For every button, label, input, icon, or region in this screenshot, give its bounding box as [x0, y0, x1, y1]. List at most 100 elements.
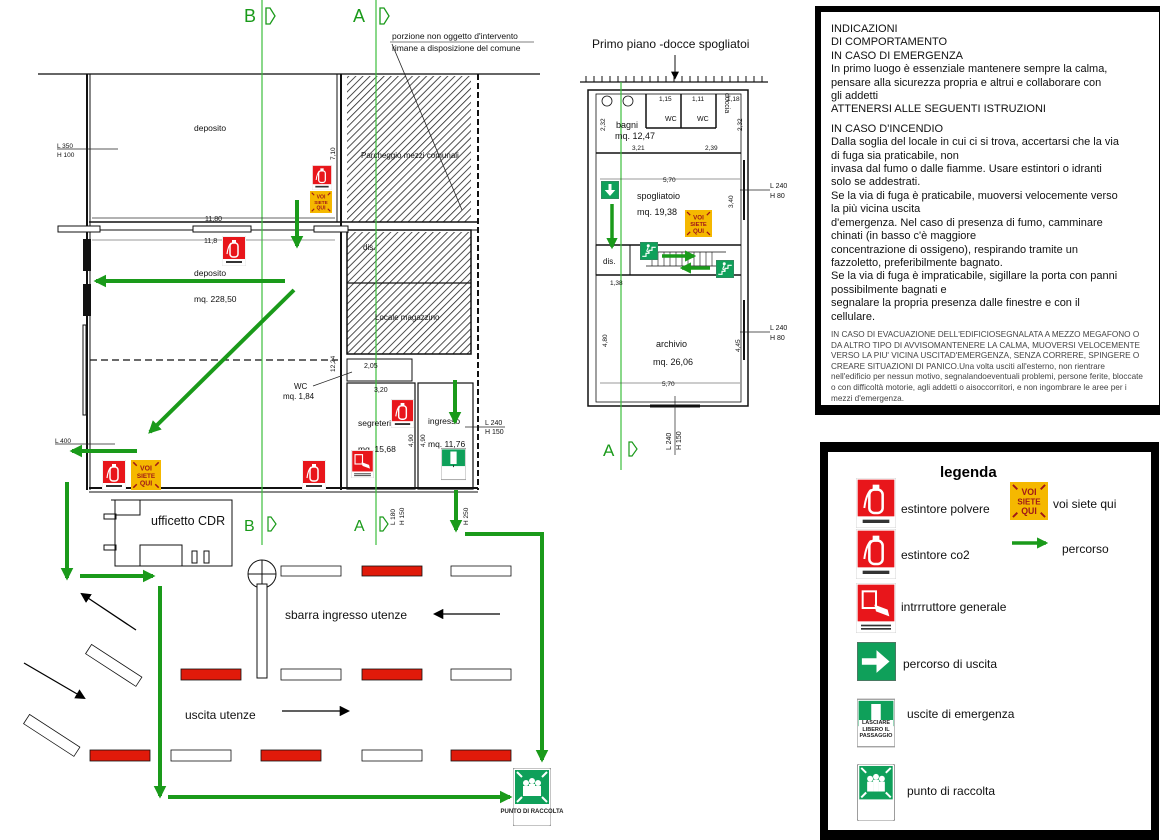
emergency-instructions-panel: INDICAZIONI DI COMPORTAMENTO IN CASO DI … [815, 6, 1160, 415]
dimension: 1,15 [659, 96, 672, 103]
exit-route-down-icon [601, 181, 619, 199]
section-b-label: B [244, 518, 255, 535]
instruction-line: chinati (in basso c'è maggiore [831, 230, 977, 243]
room-label: deposito [194, 123, 226, 133]
dimension: 4,45 [735, 339, 742, 352]
fire-extinguisher-icon [302, 460, 326, 490]
ground-floor-plan: B A porzione non oggetto d'intervento ri… [23, 0, 564, 826]
instruction-line: In primo luogo è essenziale mantenere se… [831, 63, 1108, 76]
route-arrow-icon [148, 288, 296, 434]
evacuation-note-line: DA ALTRO TIPO DI AVVISOMANTENERE LA CALM… [831, 340, 1140, 350]
instruction-line: la più vicina uscita [831, 203, 921, 216]
dimension: 12,24 [330, 355, 337, 372]
wc-leader [312, 371, 353, 387]
instruction-line: gli addetti [831, 90, 879, 103]
room-area: mq. 19,38 [637, 207, 677, 217]
area-label: Parcheggio mezzi comunali [361, 151, 459, 160]
instruction-line: possibilmente bagnati e [831, 283, 947, 296]
dimension: 11,8 [204, 238, 217, 245]
first-floor-routes [606, 204, 710, 274]
room-area: mq. 26,06 [653, 357, 693, 367]
traffic-arrow-icon [23, 662, 86, 700]
window-size: L 400 [55, 438, 71, 445]
instruction-line: Se la via di fuga è impraticabile, sigil… [831, 270, 1118, 283]
storage-hatched-area [347, 232, 471, 354]
window-size: L 240 [485, 420, 502, 427]
room-label: spogliatoio [637, 191, 680, 201]
legend-label: punto di raccolta [907, 784, 996, 798]
note-text: porzione non oggetto d'intervento [392, 31, 518, 41]
section-a-label: A [354, 518, 365, 535]
main-switch-icon [351, 450, 374, 478]
room-label: segreteria [358, 418, 396, 428]
room-area: mq. 15,68 [358, 444, 396, 454]
legend-title: legenda [940, 464, 997, 481]
evacuation-note-line: CREARE SITUAZIONI DI PANICO.Una volta us… [831, 361, 1105, 371]
assembly-point-icon [513, 768, 551, 826]
room-area: mq. 12,47 [615, 131, 655, 141]
door-size: L 180 [390, 509, 397, 525]
dimension: 1,18 [727, 96, 740, 103]
door-size: H 150 [676, 431, 683, 450]
dimension: 1,38 [610, 280, 623, 287]
room-label: ingresso [428, 416, 460, 426]
fire-extinguisher-icon [102, 460, 126, 490]
dimension: 2,39 [705, 145, 718, 152]
window-size: H 100 [57, 152, 75, 159]
dimension: 2,32 [600, 118, 607, 131]
section-arrow-icon [267, 516, 277, 532]
stair-exit-icon [640, 242, 658, 260]
facade-ticks [585, 76, 763, 82]
section-b-label: B [244, 6, 256, 26]
fire-extinguisher-icon [312, 165, 332, 190]
room-label: WC [665, 116, 677, 123]
evacuation-routes [60, 200, 549, 804]
floor-title: Primo piano -docce spogliatoi [592, 37, 749, 51]
parking-hatched-area [347, 76, 471, 222]
instruction-line: concentrazione di ossigeno), respirando … [831, 243, 1079, 256]
note-text: rimane a disposizione del comune [392, 43, 521, 53]
instruction-line: di fuga sia praticabile, non [831, 149, 959, 162]
room-label: bagni [616, 120, 638, 130]
emergency-exit-icon [441, 447, 466, 481]
instruction-line: IN CASO D'INCENDIO [831, 122, 944, 135]
you-are-here-icon [310, 191, 332, 213]
room-label: WC [294, 382, 308, 391]
dimension: 7,10 [330, 147, 337, 160]
exit-route-icon [857, 642, 896, 681]
ufficetto-cdr-room [103, 499, 233, 567]
instruction-line: cellulare. [831, 310, 876, 323]
co2-extinguisher-icon [856, 529, 896, 579]
room-label: Locale magazzino [375, 313, 440, 322]
evacuation-note-line: mezzi d'emergenza. [831, 393, 905, 403]
section-a-label: A [353, 6, 365, 26]
evacuation-note-line: VERSO LA PIU' VICINA USCITAD'EMERGENZA, … [831, 351, 1140, 361]
dimension: 5,70 [663, 177, 676, 184]
dimension: 3,21 [632, 145, 645, 152]
co2-extinguisher-icon [391, 399, 414, 428]
room-label: WC [697, 116, 709, 123]
door-size: L 240 [666, 433, 673, 450]
dimension: 4,90 [420, 434, 427, 447]
dimension: 2,05 [364, 363, 378, 370]
legend-label: estintore co2 [901, 548, 970, 562]
dimension: 3,40 [728, 195, 735, 208]
assembly-point-icon [857, 764, 895, 821]
legend-label: uscite di emergenza [907, 707, 1015, 721]
dimension: 5,70 [662, 381, 675, 388]
instruction-line: DI COMPORTAMENTO [831, 36, 948, 49]
room-label: dis. [363, 243, 375, 252]
dimension: 4,90 [408, 434, 415, 447]
room-label: dis. [603, 257, 615, 266]
instruction-line: ATTENERSI ALLE SEGUENTI ISTRUZIONI [831, 103, 1046, 116]
legend-label: percorso di uscita [903, 657, 998, 671]
window-size: L 240 [770, 183, 787, 190]
legend-panel: legenda LASCIARE LIBERO IL PASSAGGIO est… [820, 442, 1159, 840]
instruction-line: fazzoletto, preferibilmente bagnato. [831, 256, 1003, 269]
room-label: ufficetto CDR [151, 514, 225, 528]
dimension: 1,11 [692, 96, 705, 103]
legend-label: percorso [1062, 542, 1109, 556]
lane-label: sbarra ingresso utenze [285, 608, 407, 622]
window-size: L 240 [770, 325, 787, 332]
evacuation-note-line: IN CASO DI EVACUAZIONE DELL'EDIFICIOSEGN… [831, 329, 1140, 339]
